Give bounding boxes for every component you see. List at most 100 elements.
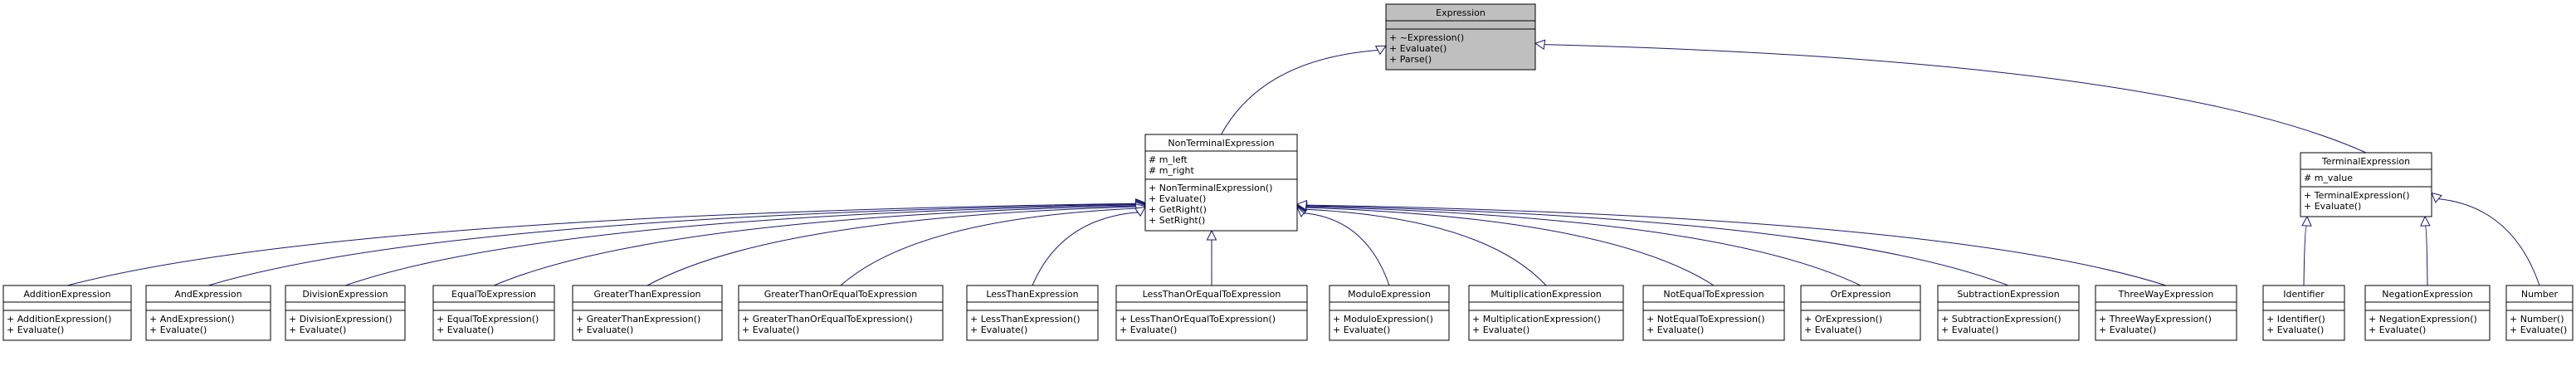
class-name: EqualToExpression	[451, 289, 536, 300]
class-method: + Evaluate()	[1941, 325, 1998, 335]
class-three-way-expression-box	[2095, 285, 2237, 341]
class-name: LessThanOrEqualToExpression	[1143, 289, 1281, 300]
class-greater-than-expression[interactable]: GreaterThanExpression+ GreaterThanExpres…	[572, 285, 723, 341]
class-less-than-or-equal-to-expression[interactable]: LessThanOrEqualToExpression + LessThanOrE…	[1115, 285, 1308, 341]
class-method: + GreaterThanOrEqualToExpression()	[742, 314, 913, 325]
class-attribute: # m_left	[1149, 154, 1188, 165]
class-name: LessThanExpression	[986, 289, 1078, 300]
class-number-box	[2505, 285, 2574, 341]
class-multiplication-expression[interactable]: MultiplicationExpression + Multiplication…	[1468, 285, 1624, 341]
class-method: + Evaluate()	[7, 325, 64, 335]
class-method: + Number()	[2510, 314, 2564, 325]
class-expression-box	[1385, 3, 1536, 71]
edge-non-terminal-expression-to-expression	[1221, 49, 1378, 135]
class-method: + Evaluate()	[1333, 325, 1390, 335]
class-method: + LessThanOrEqualToExpression()	[1120, 314, 1276, 325]
class-name: ModuloExpression	[1348, 289, 1431, 300]
edge-greater-than-expression-to-non-terminal-expression	[646, 206, 1137, 286]
class-attribute: # m_value	[2304, 173, 2353, 183]
class-division-expression[interactable]: DivisionExpression+ DivisionExpression()…	[285, 285, 406, 341]
class-method: + OrExpression()	[1804, 314, 1882, 325]
class-division-expression-box	[285, 285, 406, 341]
class-greater-than-or-equal-to-expression[interactable]: GreaterThanOrEqualToExpression + GreaterT…	[738, 285, 944, 341]
class-equal-to-expression[interactable]: EqualToExpression + EqualToExpression()+ …	[432, 285, 555, 341]
class-method: + Evaluate()	[289, 325, 346, 335]
edge-modulo-expression-to-non-terminal-expression	[1304, 212, 1390, 286]
class-addition-expression-box	[2, 285, 132, 341]
class-method: + MultiplicationExpression()	[1472, 314, 1601, 325]
inheritance-edges	[66, 39, 2540, 286]
class-number[interactable]: Number + Number()+ Evaluate()	[2505, 285, 2574, 341]
class-method: + ~Expression()	[1389, 32, 1464, 43]
class-name: ThreeWayExpression	[2118, 289, 2214, 300]
class-name: TerminalExpression	[2321, 156, 2410, 167]
class-method: + Evaluate()	[1647, 325, 1704, 335]
class-identifier-box	[2262, 285, 2345, 341]
class-equal-to-expression-box	[432, 285, 555, 341]
class-modulo-expression-box	[1329, 285, 1450, 341]
class-name: NonTerminalExpression	[1168, 138, 1274, 149]
class-method: + SetRight()	[1149, 215, 1205, 226]
inheritance-arrowhead	[1534, 39, 1546, 51]
class-name: Number	[2521, 289, 2559, 300]
class-name: DivisionExpression	[302, 289, 388, 300]
class-method: + Evaluate()	[2369, 325, 2426, 335]
class-non-terminal-expression-box	[1144, 134, 1298, 232]
inheritance-arrowhead	[1295, 199, 1308, 211]
class-method: + Evaluate()	[2510, 325, 2567, 335]
class-name: Expression	[1436, 7, 1486, 18]
class-method: + Evaluate()	[1149, 193, 1206, 204]
class-terminal-expression[interactable]: TerminalExpression # m_value + TerminalExp…	[2300, 152, 2432, 217]
edge-terminal-expression-to-expression	[1544, 44, 2367, 154]
class-or-expression-box	[1800, 285, 1921, 341]
edge-greater-than-or-equal-to-expression-to-non-terminal-expression	[840, 207, 1137, 286]
class-three-way-expression[interactable]: ThreeWayExpression+ ThreeWayExpression()…	[2095, 285, 2237, 341]
class-method: + EqualToExpression()	[437, 314, 539, 325]
class-addition-expression[interactable]: AdditionExpression+ AdditionExpression()…	[2, 285, 132, 341]
class-name: AndExpression	[174, 289, 242, 300]
class-method: + Evaluate()	[742, 325, 799, 335]
class-or-expression[interactable]: OrExpression+ OrExpression()+ Evaluate()	[1800, 285, 1921, 341]
class-not-equal-to-expression[interactable]: NotEqualToExpression+ NotEqualToExpressi…	[1642, 285, 1785, 341]
class-method: + Evaluate()	[437, 325, 494, 335]
inheritance-arrowhead	[1374, 45, 1387, 56]
class-less-than-or-equal-to-expression-box	[1115, 285, 1308, 341]
class-expression[interactable]: Expression+ ~Expression()+ Evaluate()+ P…	[1385, 3, 1536, 71]
class-method: + Evaluate()	[149, 325, 207, 335]
class-not-equal-to-expression-box	[1642, 285, 1785, 341]
class-and-expression-box	[145, 285, 271, 341]
edge-addition-expression-to-non-terminal-expression	[66, 203, 1137, 286]
class-method: + NotEqualToExpression()	[1647, 314, 1765, 325]
class-method: + Parse()	[1389, 54, 1432, 65]
class-subtraction-expression[interactable]: SubtractionExpression+ SubtractionExpres…	[1937, 285, 2080, 341]
edge-or-expression-to-non-terminal-expression	[1305, 206, 1861, 286]
edge-equal-to-expression-to-non-terminal-expression	[493, 205, 1137, 286]
class-negation-expression[interactable]: NegationExpression+ NegationExpression()…	[2364, 285, 2491, 341]
class-name: MultiplicationExpression	[1490, 289, 1602, 300]
edge-less-than-expression-to-non-terminal-expression	[1032, 212, 1139, 286]
class-name: OrExpression	[1831, 289, 1891, 300]
edge-identifier-to-terminal-expression	[2303, 225, 2307, 286]
class-less-than-expression[interactable]: LessThanExpression+ LessThanExpression()…	[966, 285, 1099, 341]
class-and-expression[interactable]: AndExpression+ AndExpression()+ Evaluate…	[145, 285, 271, 341]
class-multiplication-expression-box	[1468, 285, 1624, 341]
class-identifier[interactable]: Identifier+ Identifier()+ Evaluate()	[2262, 285, 2345, 341]
class-method: + Identifier()	[2266, 314, 2325, 325]
edge-multiplication-expression-to-non-terminal-expression	[1305, 208, 1547, 286]
class-name: SubtractionExpression	[1957, 289, 2059, 300]
class-method: + Evaluate()	[2099, 325, 2156, 335]
edge-subtraction-expression-to-non-terminal-expression	[1305, 205, 2009, 286]
class-greater-than-or-equal-to-expression-box	[738, 285, 944, 341]
inheritance-arrowhead	[2431, 192, 2442, 203]
class-name: Identifier	[2283, 289, 2325, 300]
class-non-terminal-expression[interactable]: NonTerminalExpression # m_left# m_right + …	[1144, 134, 1298, 232]
class-method: + Evaluate()	[2304, 201, 2361, 212]
class-terminal-expression-box	[2300, 152, 2432, 217]
class-attribute: # m_right	[1149, 165, 1194, 176]
class-method: + TerminalExpression()	[2304, 190, 2410, 201]
class-method: + ModuloExpression()	[1333, 314, 1433, 325]
class-modulo-expression[interactable]: ModuloExpression + ModuloExpression()+ Ev…	[1329, 285, 1450, 341]
edge-division-expression-to-non-terminal-expression	[344, 204, 1137, 286]
class-less-than-expression-box	[966, 285, 1099, 341]
class-name: GreaterThanOrEqualToExpression	[764, 289, 918, 300]
